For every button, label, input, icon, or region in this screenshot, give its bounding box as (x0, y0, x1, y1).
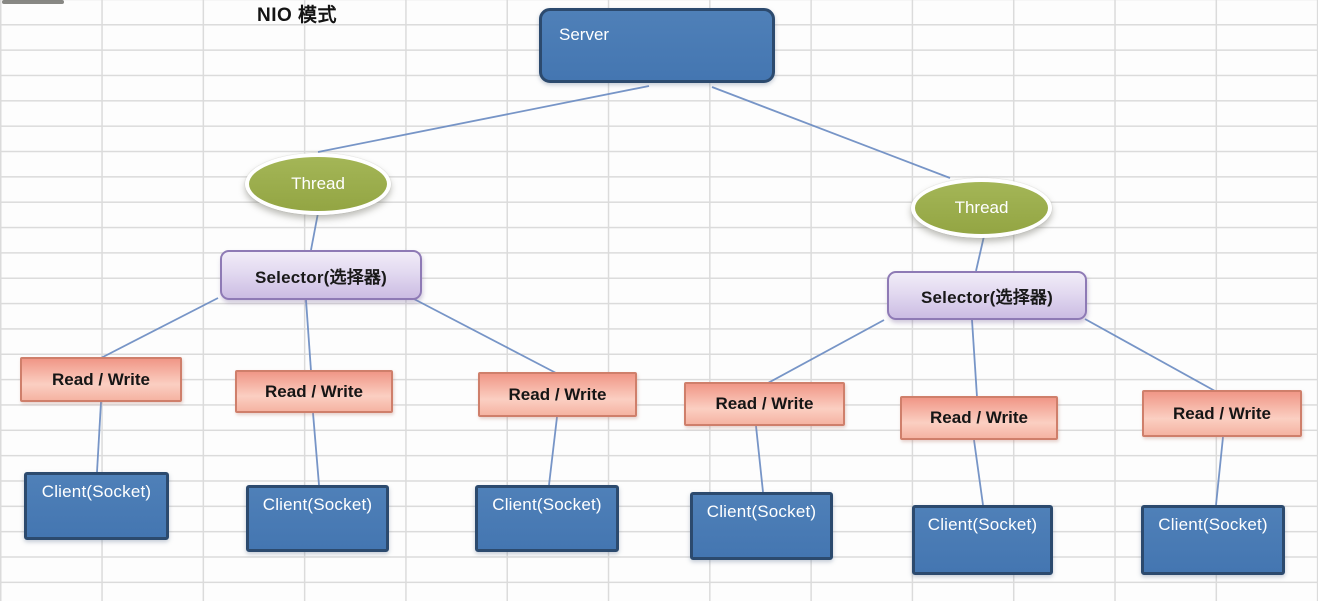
client-2-label: Client(Socket) (262, 495, 373, 514)
edge-thread-1-selector-1 (310, 212, 319, 251)
client-6-label: Client(Socket) (1158, 515, 1268, 534)
edge-read-write-6-client-6 (1215, 436, 1224, 506)
node-client-2: Client(Socket) (246, 485, 389, 552)
thread-1-label: Thread (291, 174, 345, 193)
read-write-4-label: Read / Write (715, 394, 814, 413)
node-read-write-2: Read / Write (235, 370, 393, 413)
node-client-6: Client(Socket) (1141, 505, 1285, 575)
server-label: Server (559, 25, 610, 44)
edge-read-write-4-client-4 (755, 425, 764, 493)
read-write-3-label: Read / Write (508, 384, 607, 404)
node-read-write-6: Read / Write (1142, 390, 1302, 437)
selector-2-label: Selector(选择器) (920, 288, 1053, 307)
client-4-label: Client(Socket) (706, 502, 817, 521)
node-thread-1: Thread (245, 153, 391, 215)
client-1-label: Client(Socket) (41, 482, 152, 501)
node-thread-2: Thread (911, 178, 1052, 238)
read-write-2-label: Read / Write (265, 381, 363, 401)
edge-selector-1-read-write-3 (413, 298, 557, 374)
thread-2-label: Thread (954, 198, 1009, 217)
edge-server-thread-1 (317, 85, 650, 153)
node-client-3: Client(Socket) (475, 485, 619, 552)
node-client-4: Client(Socket) (690, 492, 833, 560)
edge-selector-2-read-write-4 (767, 319, 885, 384)
node-server: Server (539, 8, 775, 83)
edge-selector-1-read-write-2 (305, 299, 312, 372)
read-write-6-label: Read / Write (1173, 403, 1271, 423)
diagram-title: NIO 模式 (257, 5, 338, 26)
edge-server-thread-2 (711, 86, 951, 179)
node-read-write-4: Read / Write (684, 382, 845, 426)
read-write-1-label: Read / Write (52, 369, 150, 389)
edge-read-write-1-client-1 (96, 401, 102, 473)
edge-read-write-2-client-2 (312, 412, 320, 486)
video-artifact-mark (2, 0, 64, 4)
edge-thread-2-selector-2 (975, 235, 985, 272)
node-read-write-1: Read / Write (20, 357, 182, 402)
edge-selector-1-read-write-1 (100, 297, 219, 359)
node-client-5: Client(Socket) (912, 505, 1053, 575)
selector-1-label: Selector(选择器) (254, 267, 387, 287)
read-write-5-label: Read / Write (930, 408, 1028, 427)
client-3-label: Client(Socket) (492, 495, 602, 514)
edge-read-write-3-client-3 (548, 416, 558, 486)
node-read-write-3: Read / Write (478, 372, 637, 417)
client-5-label: Client(Socket) (927, 515, 1038, 534)
node-read-write-5: Read / Write (900, 396, 1058, 440)
edge-selector-2-read-write-6 (1084, 318, 1216, 392)
node-client-1: Client(Socket) (24, 472, 169, 540)
edge-read-write-5-client-5 (973, 439, 984, 506)
node-selector-1: Selector(选择器) (220, 250, 422, 300)
edge-selector-2-read-write-5 (971, 319, 978, 398)
node-selector-2: Selector(选择器) (887, 271, 1087, 320)
